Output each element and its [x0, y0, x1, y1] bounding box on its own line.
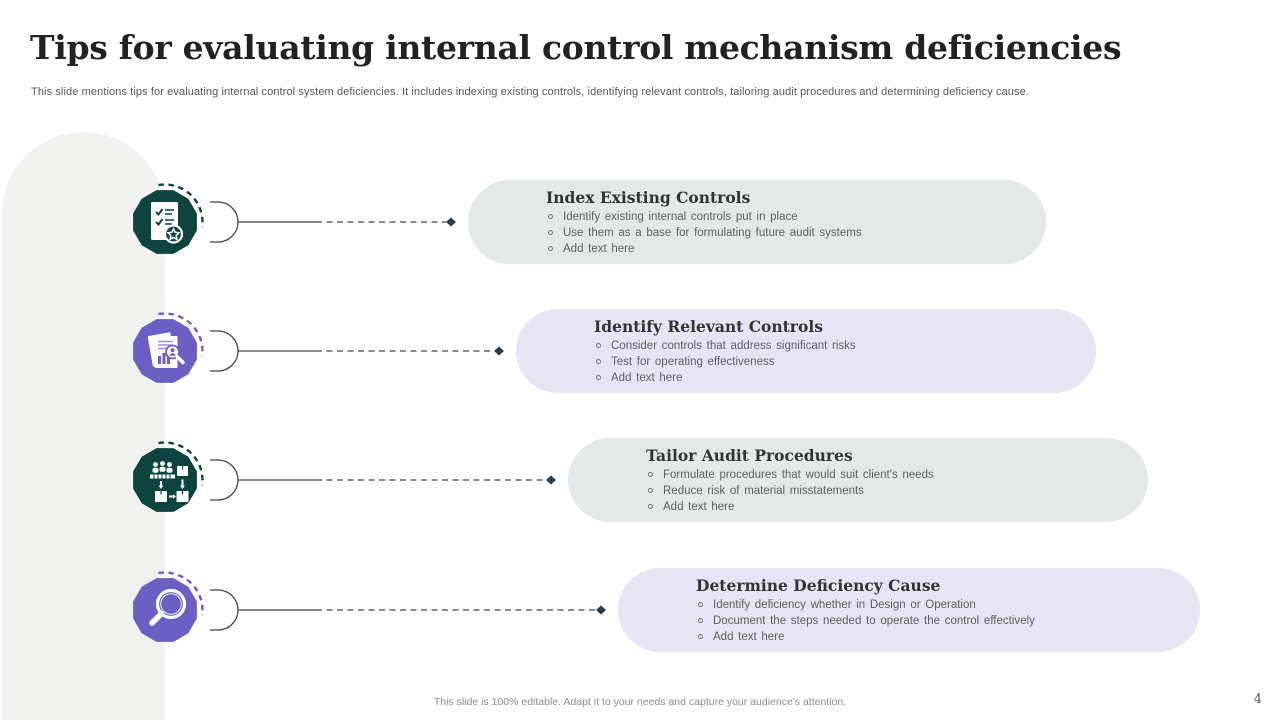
bullet-item: Test for operating effectiveness	[594, 354, 1066, 370]
bullet-item: Add text here	[546, 241, 1016, 257]
page-number: 4	[1253, 692, 1262, 707]
step-card: Identify Relevant Controls Consider cont…	[516, 309, 1096, 393]
bullet-marker	[648, 504, 653, 509]
bullet-marker	[596, 375, 601, 380]
bullet-marker	[548, 230, 553, 235]
bullet-marker	[596, 359, 601, 364]
step-card: Determine Deficiency Cause Identify defi…	[618, 568, 1200, 652]
connector-line	[210, 589, 606, 631]
bullet-item: Add text here	[594, 370, 1066, 386]
slide-title: Tips for evaluating internal control mec…	[30, 28, 1122, 67]
step-title: Index Existing Controls	[546, 188, 751, 207]
step-title: Tailor Audit Procedures	[646, 446, 853, 465]
bullet-marker	[698, 602, 703, 607]
step-title: Determine Deficiency Cause	[696, 576, 941, 595]
bullet-item: Document the steps needed to operate the…	[696, 613, 1170, 629]
connector-line	[210, 201, 456, 243]
footer-note: This slide is 100% editable. Adapt it to…	[433, 696, 847, 708]
slide-subtitle: This slide mentions tips for evaluating …	[31, 86, 1029, 98]
step-card: Tailor Audit Procedures Formulate proced…	[568, 438, 1148, 522]
bullet-marker	[698, 634, 703, 639]
step-title: Identify Relevant Controls	[594, 317, 823, 336]
bullet-marker	[648, 488, 653, 493]
bullet-marker	[548, 214, 553, 219]
bullet-item: Reduce risk of material misstatements	[646, 483, 1118, 499]
bullet-item: Add text here	[646, 499, 1118, 515]
bullet-item: Identify existing internal controls put …	[546, 209, 1016, 225]
connector-line	[210, 330, 504, 372]
workflow-distribution-icon	[133, 441, 204, 512]
report-analysis-icon	[133, 312, 204, 383]
step-card: Index Existing Controls Identify existin…	[468, 180, 1046, 264]
bullet-marker	[648, 472, 653, 477]
bullet-marker	[698, 618, 703, 623]
bullet-item: Add text here	[696, 629, 1170, 645]
bullet-item: Formulate procedures that would suit cli…	[646, 467, 1118, 483]
checklist-document-icon	[133, 183, 204, 254]
magnifier-icon	[133, 571, 204, 642]
bullet-item: Use them as a base for formulating futur…	[546, 225, 1016, 241]
bullet-marker	[548, 246, 553, 251]
bullet-item: Identify deficiency whether in Design or…	[696, 597, 1170, 613]
bullet-marker	[596, 343, 601, 348]
bullet-item: Consider controls that address significa…	[594, 338, 1066, 354]
connector-line	[210, 459, 556, 501]
